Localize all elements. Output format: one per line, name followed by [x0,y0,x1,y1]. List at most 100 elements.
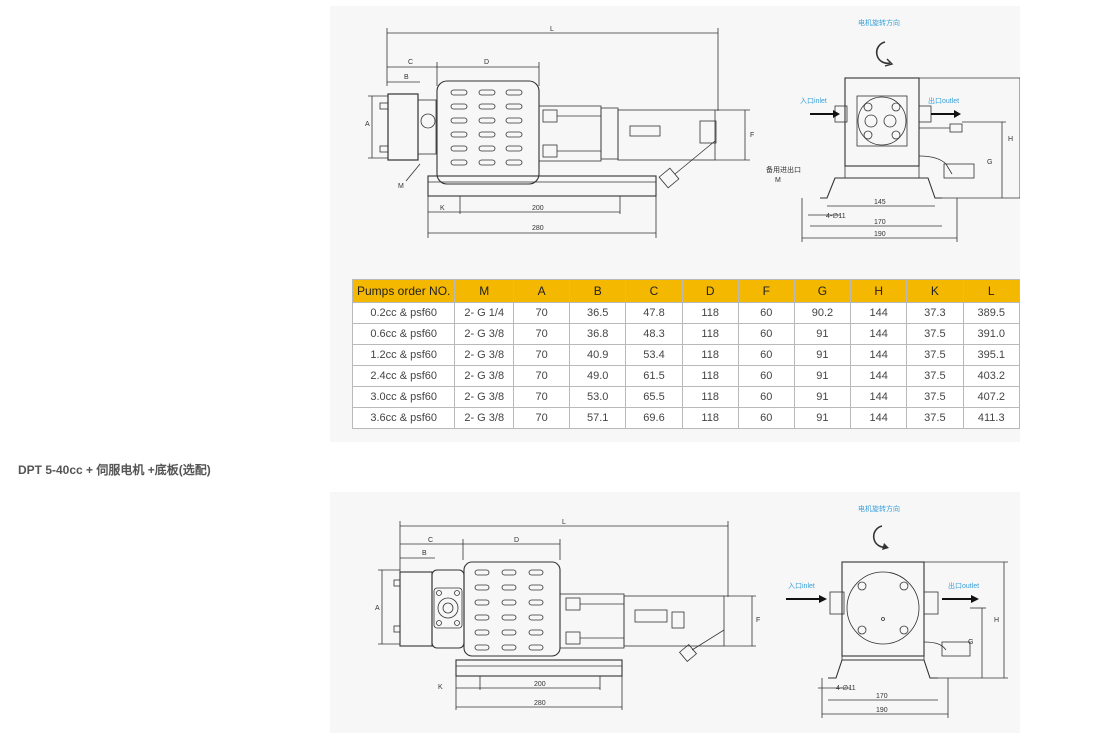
table-header: G [793,279,852,303]
table-cell: 118 [681,407,739,429]
dim-label-k: K [440,205,445,212]
table-cell: 411.3 [962,407,1020,429]
table-header: C [625,279,683,303]
dim-label-190: 190 [874,231,886,238]
table-cell: 389.5 [962,302,1020,324]
table-cell: 57.1 [569,407,627,429]
dim-label-f: F [756,617,760,624]
dim-label-a: A [365,121,370,128]
dim-label-f: F [750,132,754,139]
table-cell: 0.6cc & psf60 [351,323,456,345]
inlet-arrow-icon [819,595,827,603]
table-cell: 60 [737,344,795,366]
table-cell: 37.5 [906,365,964,387]
top-technical-drawing: L C D B A M [365,18,1020,242]
dim-label-170: 170 [876,693,888,700]
table-cell: 91 [793,386,852,408]
table-cell: 48.3 [625,323,683,345]
table-cell: 37.5 [906,407,964,429]
table-cell: 2- G 3/8 [454,365,515,387]
table-header: A [513,279,571,303]
table-cell: 60 [737,407,795,429]
table-cell: 118 [681,386,739,408]
table-cell: 36.5 [569,302,627,324]
table-cell: 2- G 3/8 [454,323,515,345]
table-cell: 37.3 [906,302,964,324]
table-cell: 2- G 1/4 [454,302,515,324]
table-cell: 47.8 [625,302,683,324]
table-cell: 0.2cc & psf60 [351,302,456,324]
table-cell: 144 [850,365,908,387]
table-cell: 60 [737,323,795,345]
table-header: F [737,279,795,303]
rotation-label: 电机旋转方向 [858,504,900,513]
spare-port-label: 备用进出口 [766,165,801,174]
table-cell: 144 [850,344,908,366]
bottom-technical-drawing: L C D B A [375,504,1008,718]
inlet-label: 入口inlet [800,97,827,105]
table-cell: 91 [793,407,852,429]
table-cell: 391.0 [962,323,1020,345]
table-cell: 90.2 [793,302,852,324]
dim-label-b: B [404,74,409,81]
dim-label-280: 280 [532,225,544,232]
table-header: Pumps order NO. [351,279,456,303]
table-cell: 118 [681,344,739,366]
table-cell: 144 [850,407,908,429]
bottom-drawing-panel: L C D B A [330,492,1020,733]
table-cell: 118 [681,302,739,324]
table-cell: 2- G 3/8 [454,407,515,429]
dim-label-m: M [398,183,404,190]
dim-label-145: 145 [874,199,886,206]
table-cell: 70 [513,365,571,387]
section-heading: DPT 5-40cc + 伺服电机 +底板(选配) [18,463,211,477]
table-cell: 2- G 3/8 [454,386,515,408]
table-cell: 395.1 [962,344,1020,366]
table-cell: 65.5 [625,386,683,408]
dim-label-190: 190 [876,707,888,714]
table-cell: 70 [513,344,571,366]
outlet-label: 出口outlet [928,96,959,105]
dim-label-c: C [428,537,433,544]
outlet-arrow-icon [971,595,979,603]
table-cell: 37.5 [906,323,964,345]
table-cell: 49.0 [569,365,627,387]
table-cell: 118 [681,323,739,345]
table-cell: 70 [513,302,571,324]
table-cell: 61.5 [625,365,683,387]
table-header-row: Pumps order NO. M A B C D F G H K L [351,279,1020,303]
table-cell: 118 [681,365,739,387]
table-cell: 53.4 [625,344,683,366]
dim-label-b: B [422,550,427,557]
table-header: D [681,279,739,303]
dim-label-4-11: 4-∅11 [826,213,846,220]
table-header: M [454,279,515,303]
table-cell: 40.9 [569,344,627,366]
table-cell: 91 [793,365,852,387]
inlet-label: 入口inlet [788,582,815,590]
table-cell: 1.2cc & psf60 [351,344,456,366]
rotation-arrow-icon [875,41,891,65]
table-cell: 60 [737,386,795,408]
dim-label-l: L [550,26,554,33]
table-header: H [850,279,908,303]
outlet-label: 出口outlet [948,581,979,590]
inlet-arrow-icon [833,110,840,118]
dim-label-l: L [562,519,566,526]
dim-label-g: G [987,159,992,166]
table-header: K [906,279,964,303]
dim-label-d: D [484,59,489,66]
table-cell: 407.2 [962,386,1020,408]
dim-label-d: D [514,537,519,544]
top-drawing-panel: L C D B A M [330,6,1020,442]
dim-label-g: G [968,639,973,646]
dim-label-4-11: 4-∅11 [836,685,856,692]
rotation-label: 电机旋转方向 [858,18,900,27]
dim-label-200: 200 [534,681,546,688]
dim-label-h: H [994,617,999,624]
